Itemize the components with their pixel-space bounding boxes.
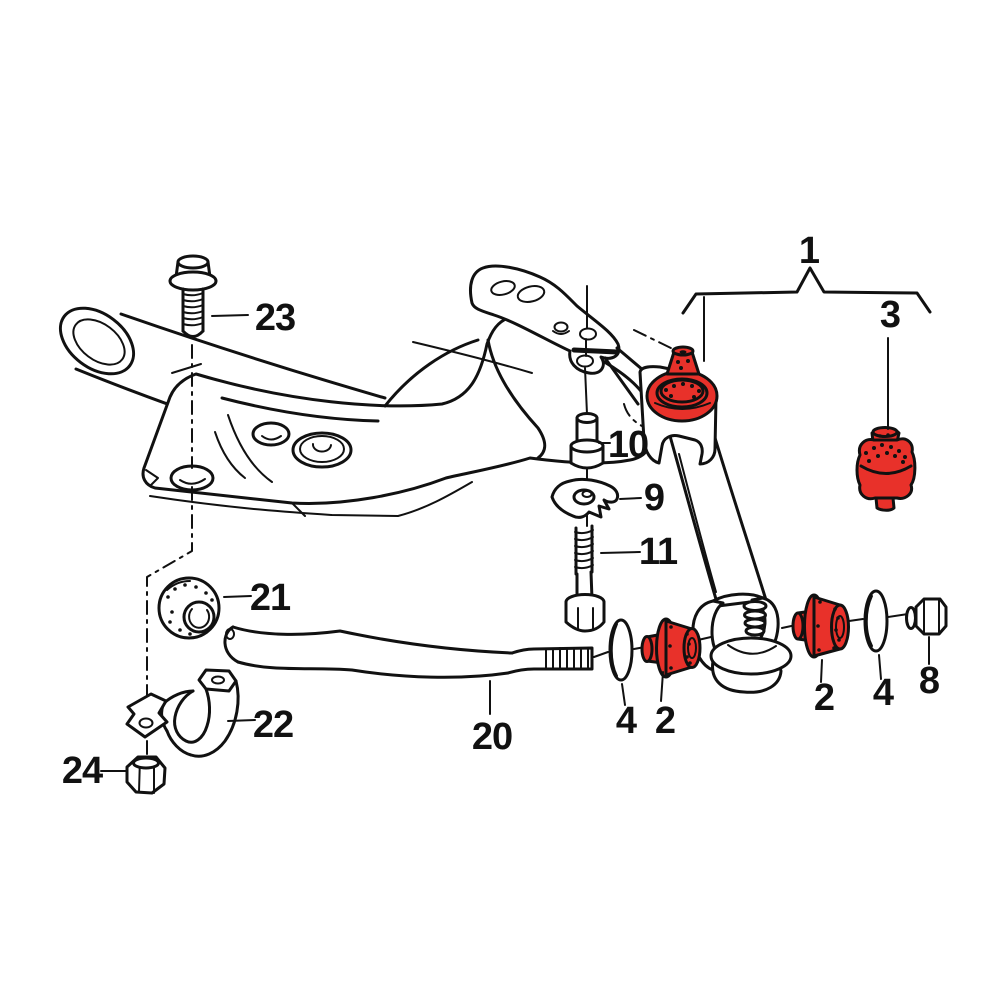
- retainer-plate-9: [550, 477, 620, 519]
- callout-20: 20: [472, 716, 512, 758]
- clamp-bracket-22: [125, 668, 240, 758]
- spacer-sleeve-10: [569, 412, 605, 470]
- assembly-callout-bracket: [681, 266, 932, 430]
- leader-4-left: [621, 683, 626, 706]
- callout-8: 8: [919, 660, 939, 702]
- hardware-axis-line: [593, 613, 909, 658]
- grommet-hole: [291, 431, 353, 469]
- plate-hole: [251, 421, 291, 447]
- callout-1: 1: [799, 230, 820, 272]
- callout-3: 3: [880, 294, 900, 336]
- bolt-threads: [574, 529, 594, 570]
- control-arm-bushing-highlighted: [645, 345, 719, 423]
- bar-bushing-21: [157, 576, 221, 640]
- link-stack-parts: [550, 285, 620, 633]
- nut-8: [905, 597, 948, 636]
- clamp-axis-line: [146, 486, 193, 755]
- callout-11: 11: [639, 531, 678, 573]
- bar-threaded-end: [506, 646, 594, 675]
- washer-4-right: [863, 589, 889, 653]
- bracket-slot: [490, 280, 516, 296]
- leader-22: [227, 719, 256, 722]
- leader-9: [619, 497, 642, 500]
- ball-joint-stud: [742, 600, 768, 612]
- brace-for-assembly-1: [681, 266, 932, 315]
- leader-4-right: [878, 654, 882, 680]
- callout-labels: 1 3 23 10 9 11 21 22 24 20 4 2 2 4 8: [62, 230, 940, 792]
- leader-lines: [100, 314, 930, 772]
- callout-24: 24: [62, 750, 103, 792]
- subframe-tube: [119, 312, 387, 400]
- leader-2-right: [820, 659, 823, 683]
- leader-11: [600, 551, 641, 554]
- callout-2-left: 2: [655, 700, 675, 742]
- ball-joint: [691, 592, 793, 694]
- stabilizer-bar-20: [223, 625, 594, 679]
- leader-23: [211, 314, 249, 317]
- cone-bushing-2-left-highlighted: [640, 617, 702, 679]
- callout-4-right: 4: [873, 672, 894, 714]
- leader-21: [223, 595, 252, 598]
- callout-21: 21: [250, 577, 291, 619]
- callout-9: 9: [644, 477, 664, 519]
- clamp-flange: [125, 692, 169, 739]
- link-bolt-11: [564, 524, 606, 633]
- clamp-tab: [197, 668, 238, 693]
- stack-axis-line: [584, 285, 588, 527]
- bolt-flange: [168, 270, 218, 292]
- spare-bushing-3-highlighted: [855, 426, 917, 512]
- bolt-head: [176, 254, 210, 270]
- callout-22: 22: [253, 704, 293, 746]
- flange-bolt-23: [146, 254, 218, 755]
- tube-end-opening: [58, 306, 136, 376]
- washer-4-left: [608, 618, 634, 682]
- callout-23: 23: [255, 297, 295, 339]
- leader-2-left: [660, 671, 664, 702]
- nut-24: [125, 755, 167, 795]
- bolt-threads: [182, 292, 204, 327]
- bracket-slot: [516, 285, 546, 303]
- link-hardware-row: [593, 589, 948, 682]
- callout-2-right: 2: [814, 677, 834, 719]
- cone-bushing-2-right-highlighted: [791, 593, 850, 659]
- callout-10: 10: [608, 424, 648, 466]
- subframe-crossmember: [58, 264, 655, 517]
- control-arm-assembly: [623, 329, 793, 694]
- callout-4-left: 4: [616, 700, 637, 742]
- control-arm: [668, 426, 768, 608]
